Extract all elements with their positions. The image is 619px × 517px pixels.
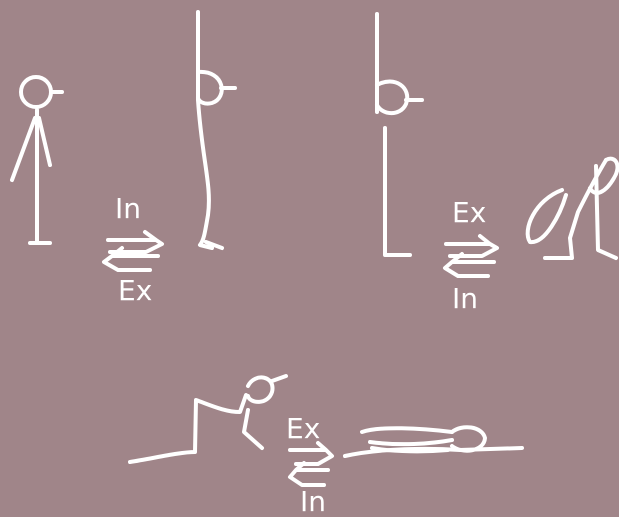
figure-cobra (130, 376, 286, 462)
figure-standing-arms (12, 118, 50, 180)
figure-cobra-body (130, 395, 246, 462)
breath-arrow-3: Ex In (286, 412, 332, 517)
figure-forward-bend (528, 159, 618, 258)
figure-arms-raised-profile-head (377, 81, 407, 113)
breath-arrow-2-bottom-label: In (452, 282, 478, 315)
breath-arrow-3-top-label: Ex (286, 412, 320, 445)
figure-prone-body (362, 428, 452, 444)
figure-standing (12, 77, 62, 243)
figure-arms-raised-head (198, 72, 222, 104)
breath-arrow-3-left-arrow (290, 463, 328, 485)
breath-arrow-2-top-label: Ex (452, 196, 486, 229)
breath-arrow-2: Ex In (445, 196, 497, 315)
breath-arrow-1-right-arrow (108, 232, 162, 252)
breath-arrow-1-top-label: In (115, 192, 141, 225)
figure-arms-raised (198, 12, 235, 248)
figure-prone (345, 427, 522, 456)
breath-arrow-1-bottom-label: Ex (118, 274, 152, 307)
figure-arms-raised-body (198, 12, 222, 248)
figure-standing-head (21, 77, 51, 107)
breath-arrow-3-bottom-label: In (300, 485, 326, 517)
figure-cobra-head (248, 377, 273, 401)
figure-cobra-nose (272, 376, 286, 381)
figure-cobra-arm (244, 410, 262, 448)
figure-arms-raised-profile (377, 14, 422, 255)
breath-arrow-2-right-arrow (446, 236, 497, 256)
figure-arms-raised-profile-body (385, 128, 410, 255)
figure-prone-head (452, 427, 485, 450)
breath-arrow-1: In Ex (104, 192, 162, 307)
breath-arrow-3-right-arrow (290, 443, 332, 464)
figure-forward-bend-arm-loop (528, 190, 566, 242)
